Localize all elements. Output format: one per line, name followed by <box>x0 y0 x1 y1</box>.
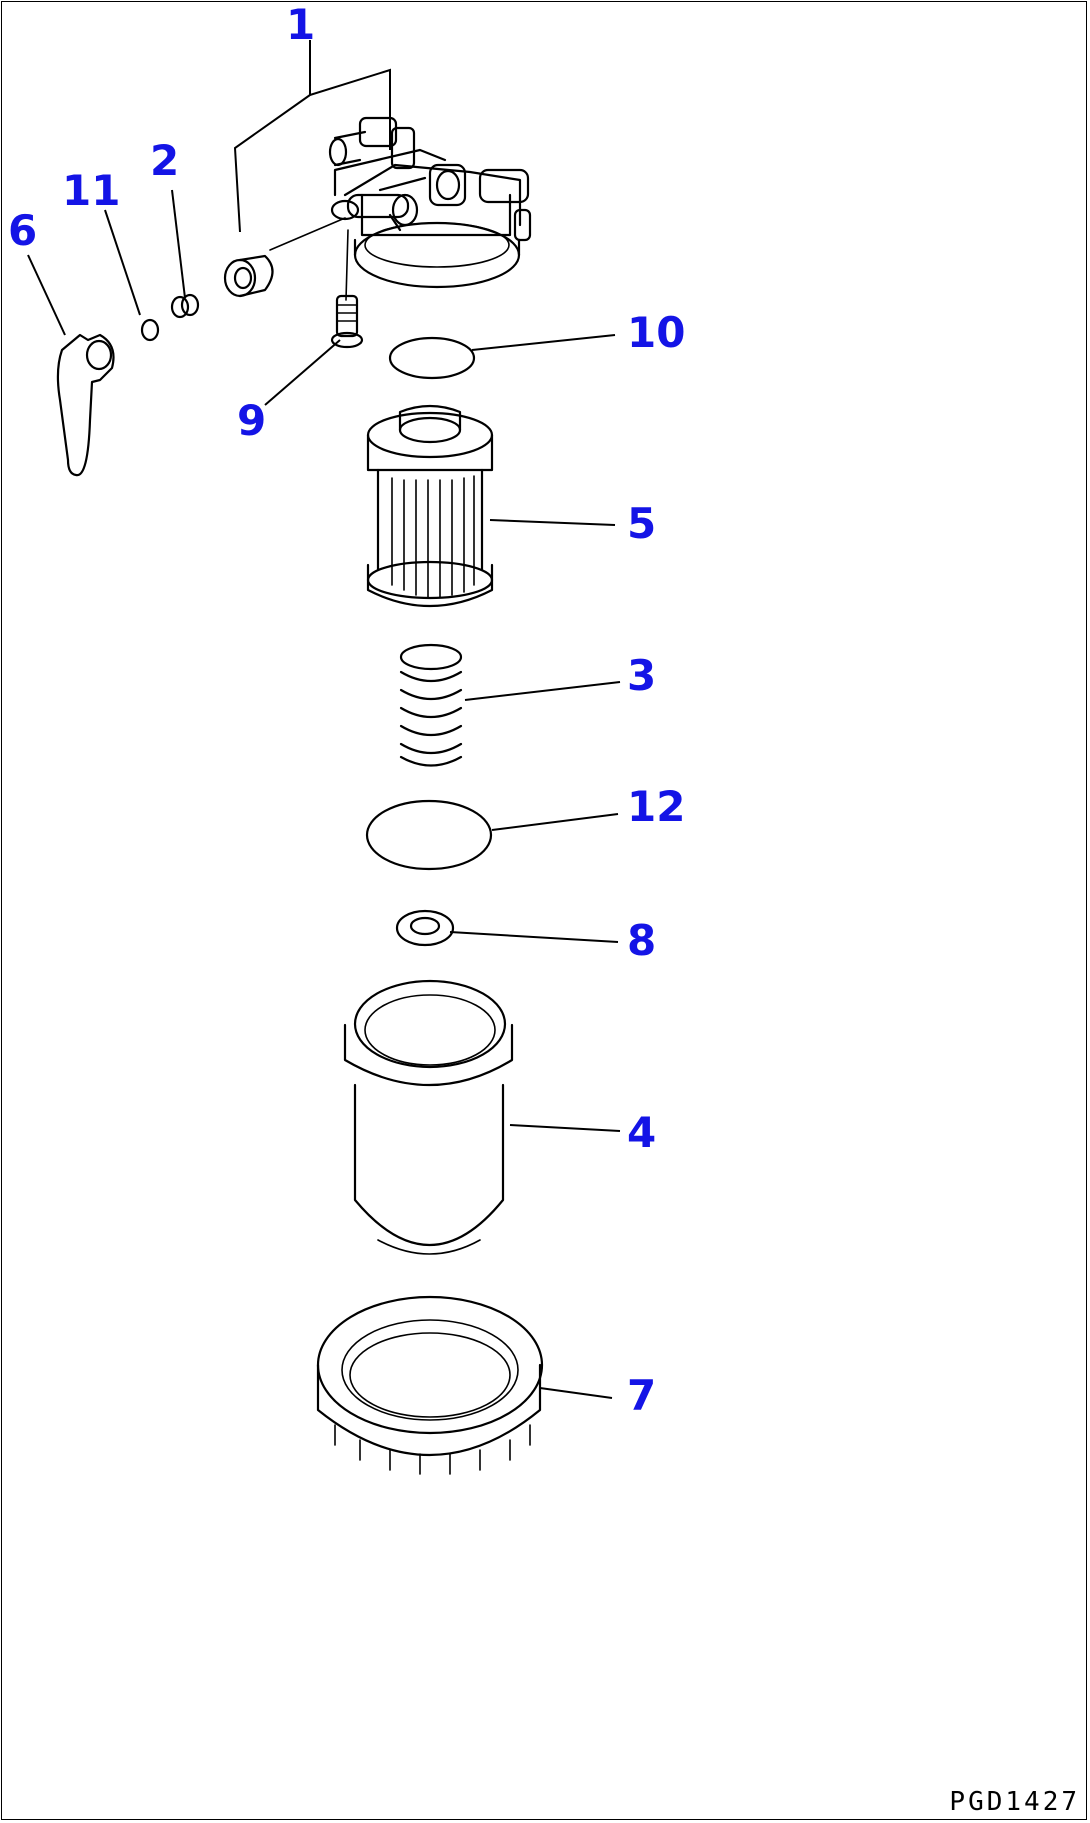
drawing-id-label: PGD1427 <box>949 1787 1080 1817</box>
leader-11 <box>104 209 141 316</box>
leader-12 <box>491 813 619 831</box>
leader-9 <box>264 339 341 406</box>
leader-lines <box>27 40 621 1399</box>
callout-6: 6 <box>8 206 38 255</box>
bowl-part-4 <box>343 979 514 1255</box>
bolt-part-9 <box>330 229 364 349</box>
callout-2: 2 <box>150 136 180 185</box>
ring-nut-part-7 <box>316 1295 544 1475</box>
leader-6 <box>27 254 66 336</box>
callout-11: 11 <box>62 166 121 215</box>
spring-part-3 <box>399 643 463 767</box>
callout-12: 12 <box>627 782 686 831</box>
filter-head-part-1 <box>328 116 532 289</box>
small-parts-group <box>56 217 346 477</box>
callout-10: 10 <box>627 308 686 357</box>
callout-4: 4 <box>627 1108 657 1157</box>
leader-2 <box>171 189 186 299</box>
washer-part-8 <box>395 909 455 947</box>
callout-9: 9 <box>237 396 267 445</box>
o-ring-part-10 <box>388 336 476 380</box>
filter-element-part-5 <box>366 404 494 608</box>
callout-8: 8 <box>627 916 657 965</box>
callout-1: 1 <box>286 0 316 49</box>
leader-4 <box>509 1124 621 1132</box>
leader-10 <box>471 334 616 351</box>
o-ring-part-12 <box>365 799 493 871</box>
leader-1-branch <box>233 94 311 233</box>
callout-5: 5 <box>627 499 657 548</box>
callout-7: 7 <box>627 1371 657 1420</box>
leader-7 <box>539 1387 613 1399</box>
leader-1 <box>309 40 391 150</box>
leader-3 <box>464 681 621 701</box>
callout-3: 3 <box>627 651 657 700</box>
leader-8 <box>449 931 619 943</box>
leader-5 <box>489 519 616 526</box>
